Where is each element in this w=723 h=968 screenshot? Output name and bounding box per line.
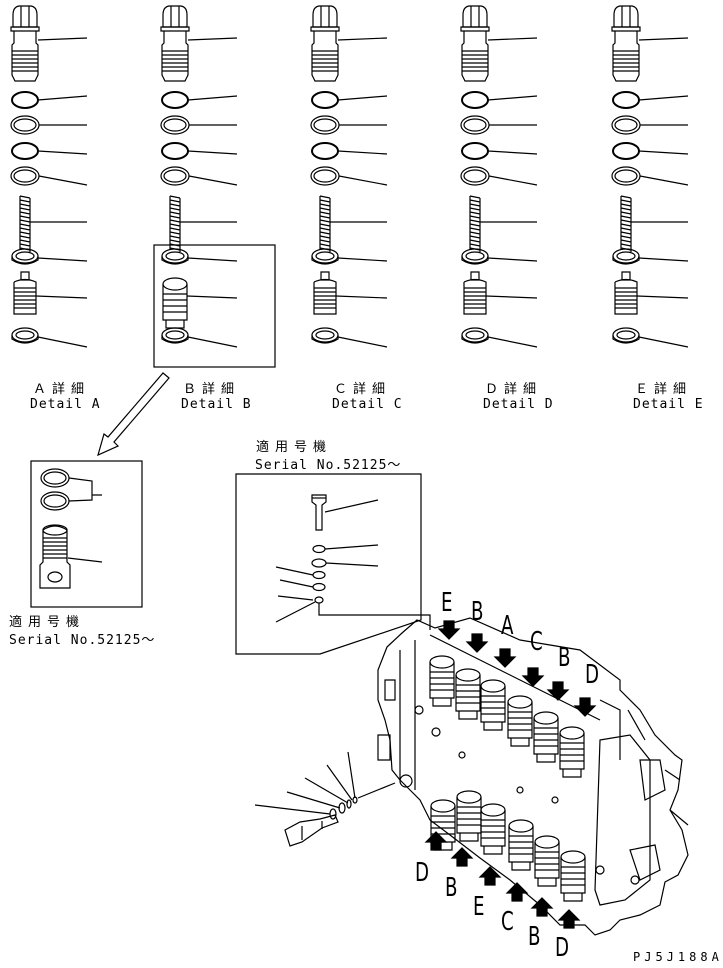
top-letter-3: A (501, 611, 514, 641)
detail-e-jp: Ｅ詳細 (635, 382, 693, 397)
detail-a-en: Detail A (30, 397, 101, 412)
top-letter-2: B (471, 597, 484, 627)
detail-column-c (310, 5, 388, 348)
detail-column-a (10, 5, 88, 348)
detail-d-jp: Ｄ詳細 (485, 382, 543, 397)
top-letter-5: B (558, 643, 571, 673)
detail-d-en: Detail D (483, 397, 554, 412)
serial-mid-en: Serial No.52125～ (255, 458, 402, 473)
top-letter-6: D (585, 660, 600, 690)
bottom-letter-3: E (473, 892, 485, 922)
detail-a-jp: Ａ詳細 (33, 382, 91, 397)
detail-e-en: Detail E (633, 397, 704, 412)
detail-c-jp: Ｃ詳細 (334, 382, 392, 397)
control-valve-assembly (254, 617, 689, 936)
top-letter-4: C (530, 627, 543, 657)
bottom-letter-1: D (415, 858, 430, 888)
hollow-arrow (97, 372, 170, 457)
left-detail-box (30, 460, 143, 608)
serial-mid-jp: 適用号機 (256, 440, 333, 455)
bottom-letter-6: D (555, 933, 570, 963)
detail-column-d (460, 5, 538, 348)
detail-b-jp: Ｂ詳細 (183, 382, 241, 397)
serial-left-en: Serial No.52125～ (9, 633, 156, 648)
drawing-code: PJ5J188A (633, 950, 723, 964)
bottom-letter-4: C (501, 907, 514, 937)
detail-column-e (611, 5, 689, 348)
detail-c-en: Detail C (332, 397, 403, 412)
serial-left-jp: 適用号機 (9, 615, 86, 630)
bottom-letter-2: B (445, 873, 458, 903)
bottom-letter-5: B (528, 922, 541, 952)
detail-b-en: Detail B (181, 397, 252, 412)
middle-serial-box (235, 473, 431, 655)
top-letter-1: E (441, 588, 453, 618)
detail-column-b (153, 5, 276, 368)
